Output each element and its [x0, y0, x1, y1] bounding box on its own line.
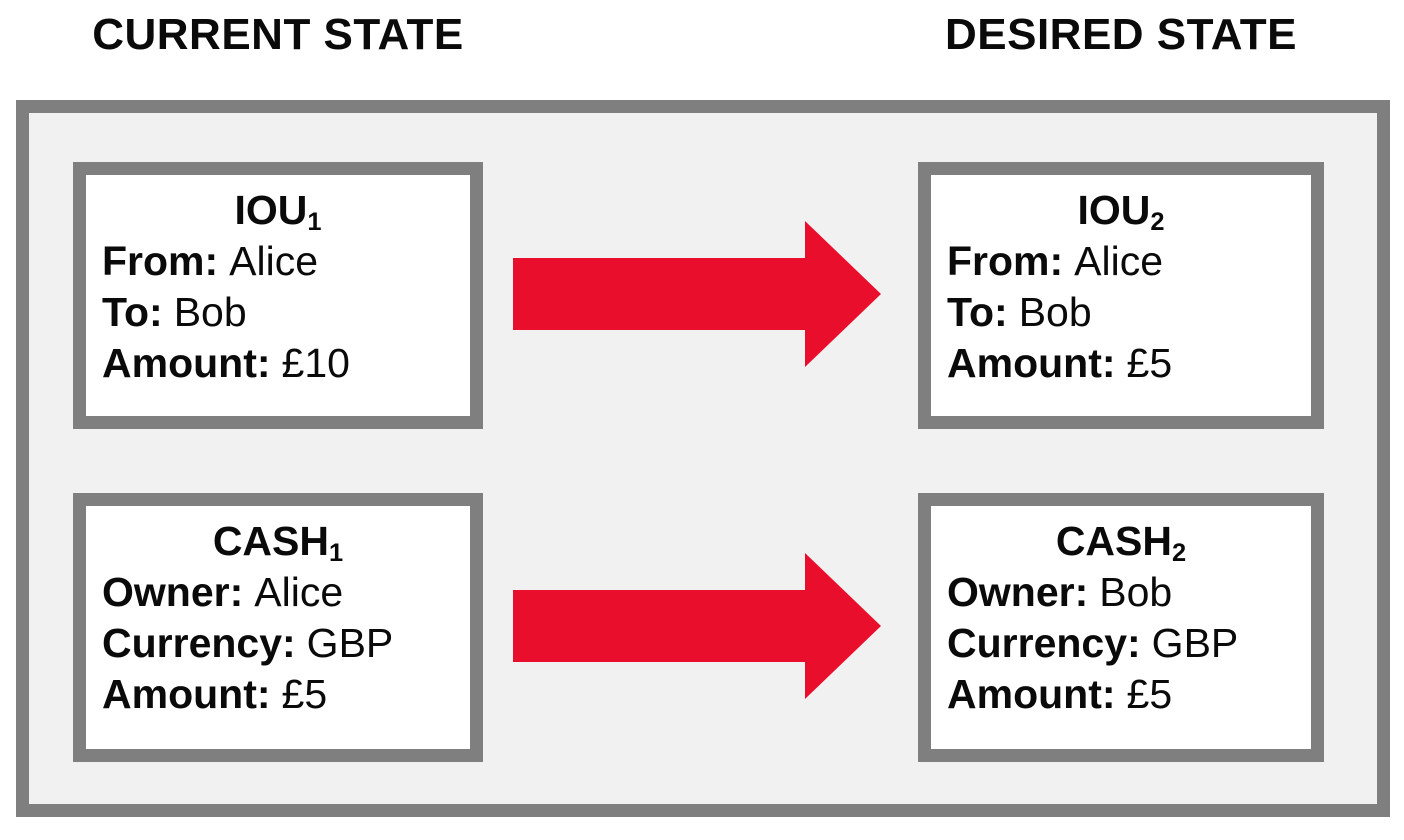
field-row: Owner:Bob [947, 567, 1295, 618]
field-value: Alice [229, 238, 319, 284]
field-label: Amount: [102, 340, 271, 386]
box-title: IOU1 [102, 185, 454, 236]
state-box-cash2: CASH2 Owner:Bob Currency:GBP Amount:£5 [918, 493, 1324, 762]
box-title-text: IOU [234, 187, 308, 233]
right-arrow-icon [513, 553, 881, 699]
box-title-subscript: 2 [1172, 538, 1187, 567]
field-value: Bob [173, 289, 247, 335]
current-state-heading: CURRENT STATE [92, 10, 464, 59]
field-label: Amount: [947, 340, 1116, 386]
field-label: Owner: [947, 569, 1089, 615]
field-value: £10 [281, 340, 350, 386]
field-value: Bob [1018, 289, 1092, 335]
field-row: To:Bob [947, 287, 1295, 338]
field-value: £5 [1126, 340, 1173, 386]
right-arrow-shape [513, 221, 881, 367]
field-row: Owner:Alice [102, 567, 454, 618]
field-value: £5 [1126, 671, 1173, 717]
box-title-subscript: 1 [329, 538, 344, 567]
field-row: Currency:GBP [102, 618, 454, 669]
field-value: Alice [254, 569, 344, 615]
box-title: IOU2 [947, 185, 1295, 236]
field-row: Currency:GBP [947, 618, 1295, 669]
field-label: To: [102, 289, 163, 335]
box-title: CASH2 [947, 516, 1295, 567]
field-label: Owner: [102, 569, 244, 615]
field-value: GBP [306, 620, 394, 666]
box-title-text: CASH [1055, 518, 1173, 564]
field-label: From: [947, 238, 1064, 284]
desired-state-heading: DESIRED STATE [944, 10, 1297, 59]
box-title-text: CASH [212, 518, 330, 564]
field-row: Amount:£5 [947, 338, 1295, 389]
field-row: From:Alice [102, 236, 454, 287]
field-row: To:Bob [102, 287, 454, 338]
box-title-subscript: 2 [1150, 207, 1165, 236]
field-label: Currency: [947, 620, 1141, 666]
state-box-iou2: IOU2 From:Alice To:Bob Amount:£5 [918, 162, 1324, 429]
box-title-text: IOU [1077, 187, 1151, 233]
field-row: Amount:£10 [102, 338, 454, 389]
box-title-subscript: 1 [307, 207, 322, 236]
field-value: GBP [1151, 620, 1239, 666]
field-label: Amount: [947, 671, 1116, 717]
field-label: To: [947, 289, 1008, 335]
field-value: £5 [281, 671, 328, 717]
right-arrow-icon [513, 221, 881, 367]
right-arrow-shape [513, 553, 881, 699]
field-label: From: [102, 238, 219, 284]
field-label: Amount: [102, 671, 271, 717]
field-value: Bob [1099, 569, 1173, 615]
field-row: From:Alice [947, 236, 1295, 287]
state-box-iou1: IOU1 From:Alice To:Bob Amount:£10 [73, 162, 483, 429]
field-value: Alice [1074, 238, 1164, 284]
box-title: CASH1 [102, 516, 454, 567]
field-label: Currency: [102, 620, 296, 666]
state-box-cash1: CASH1 Owner:Alice Currency:GBP Amount:£5 [73, 493, 483, 762]
field-row: Amount:£5 [947, 669, 1295, 720]
field-row: Amount:£5 [102, 669, 454, 720]
